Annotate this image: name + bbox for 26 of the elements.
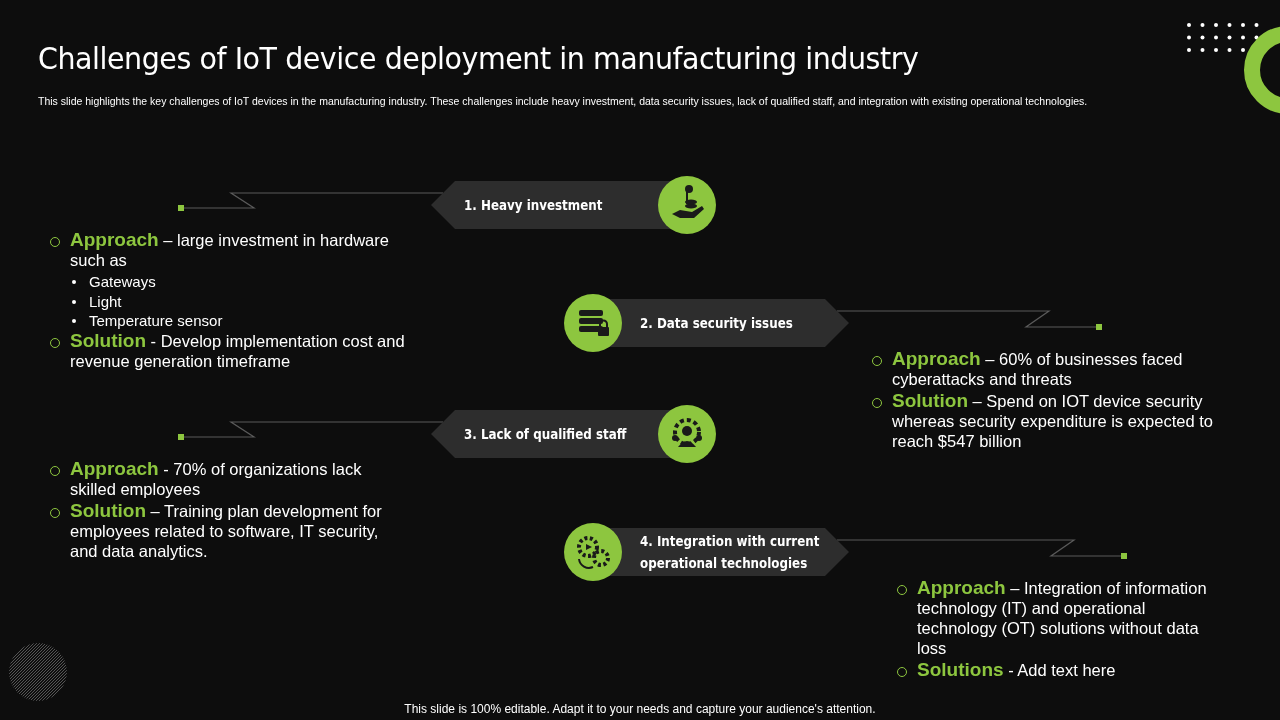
list-item: Gateways <box>89 272 157 292</box>
connector-line <box>178 421 444 440</box>
connector-line <box>836 310 1102 330</box>
bullet-text: Approach – Integration of information technology (IT) and operational technology (OT) solutions without data loss <box>917 578 1208 658</box>
banner-arrow <box>431 404 718 464</box>
bullet-text: Solution – Spend on IOT device security whereas security expenditure is expected to reach $547 billion <box>892 391 1214 451</box>
list-item: Temperature sensor <box>89 311 224 331</box>
connector-line <box>836 539 1127 559</box>
bullet-text: Solution - Develop implementation cost and revenue generation timeframe <box>70 330 406 371</box>
banner-arrow <box>431 175 718 235</box>
list-item: Light <box>89 291 123 311</box>
bullet-text: Solutions - Add text here <box>917 660 1117 680</box>
slide-title: Challenges of IoT device deployment in manufacturing industry <box>38 40 919 76</box>
banner-title: 1. Heavy investment <box>464 196 604 215</box>
footer-note: This slide is 100% editable. Adapt it to your needs and capture your audience's attention. <box>403 702 877 716</box>
banner-arrow <box>563 293 850 353</box>
banner-title: 2. Data security issues <box>640 314 794 333</box>
subtitle-text: This slide highlights the key challenges of IoT devices in the manufacturing industry. These challenges include heavy investment, data security issues, lack of qualified staff, and integration with existing operational technologies. <box>38 95 1088 107</box>
banner-title: 3. Lack of qualified staff <box>464 425 628 444</box>
bullet-text: Approach – large investment in hardware such as <box>70 230 390 270</box>
bullet-text: Solution – Training plan development for employees related to software, IT security, and data analytics. <box>70 501 383 561</box>
banner-title: 4. Integration with current operational technologies <box>640 532 821 573</box>
banner-arrow <box>563 522 850 582</box>
bullet-text: Approach – 60% of businesses faced cyberattacks and threats <box>892 349 1184 389</box>
connector-line <box>178 192 444 211</box>
bullet-text: Approach - 70% of organizations lack skilled employees <box>70 459 363 499</box>
